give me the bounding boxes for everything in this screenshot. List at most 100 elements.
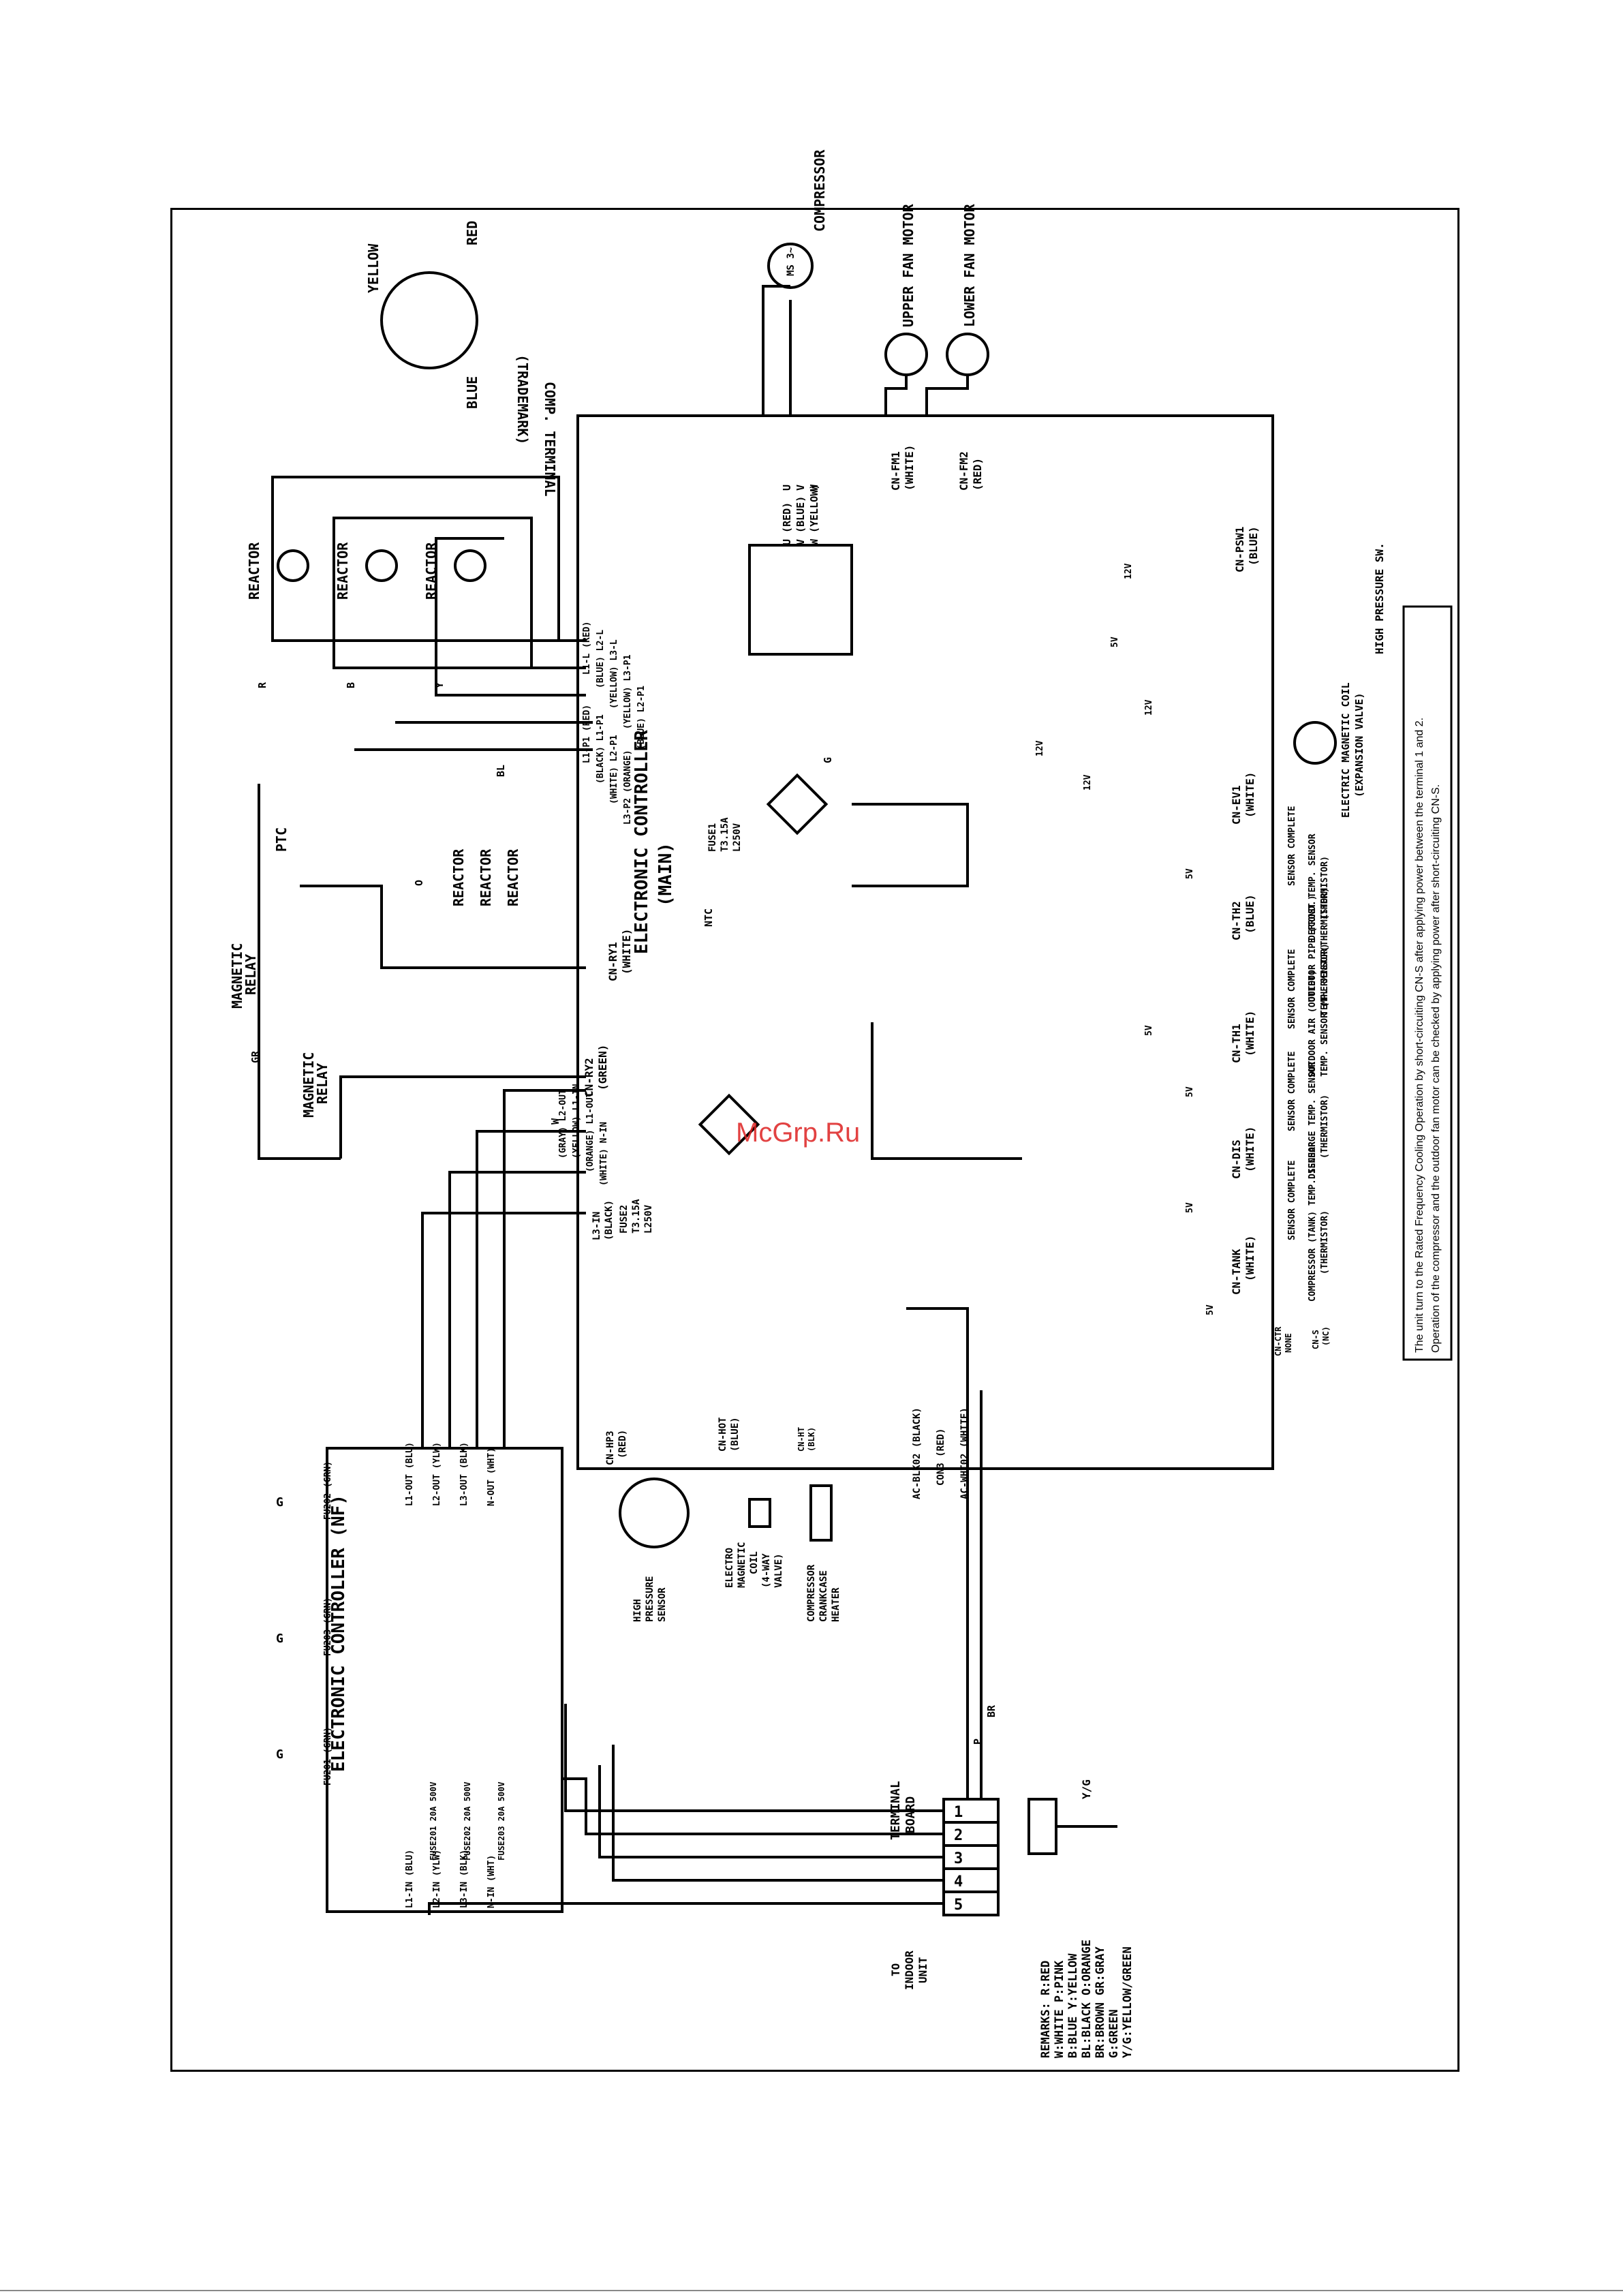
fwv-3: COIL — [749, 1551, 760, 1574]
watermark: McGrp.Ru — [736, 1118, 861, 1148]
reactor-3-icon — [454, 549, 486, 582]
fuse-main-2: T3.15A — [720, 817, 730, 852]
cn-psw1-color: (BLUE) — [1247, 526, 1260, 566]
wire-y: Y — [433, 682, 446, 688]
nf-out-4: N-OUT (WHT) — [486, 1448, 497, 1506]
outdoor-air-sensor-3: SENSOR COMPLETE — [1287, 949, 1297, 1029]
nf-out-3: L3-OUT (BLK) — [459, 1442, 469, 1506]
lower-fan-motor-label: LOWER FAN MOTOR — [961, 203, 978, 327]
cn-hot-color: (BLUE) — [730, 1417, 741, 1452]
heater-2: CRANKCASE — [818, 1570, 829, 1622]
cn-th2-color: (BLUE) — [1243, 894, 1256, 934]
expansion-valve-label-2: (EXPANSION VALVE) — [1353, 692, 1365, 797]
terminal-board-label-2: BOARD — [903, 1796, 918, 1833]
reactor-label-3: REACTOR — [423, 542, 439, 600]
heater-1: COMPRESSOR — [806, 1564, 817, 1622]
upper-fan-motor-label: UPPER FAN MOTOR — [900, 203, 916, 327]
voltage-5: 5V — [1144, 1025, 1154, 1036]
defrost-sensor-1: DEFROST TEMP. SENSOR — [1308, 833, 1318, 940]
terminal-board-label: TERMINAL — [888, 1781, 903, 1840]
cn-dis-color: (WHITE) — [1243, 1127, 1256, 1172]
comp-terminal-blue: BLUE — [464, 376, 480, 409]
cn-fm2: CN-FM2 — [957, 451, 970, 491]
ground-label-2: G — [276, 1632, 283, 1646]
cn-fm1: CN-FM1 — [889, 451, 902, 491]
nf-fuse-rating-1: FUSE201 20A 500V — [429, 1781, 438, 1861]
cn-hp3: CN-HP3 — [605, 1430, 616, 1465]
expansion-valve-coil-icon — [1293, 721, 1337, 765]
fuse-main-1: FUSE1 — [707, 823, 718, 852]
crankcase-heater-icon — [809, 1484, 833, 1542]
uvw-short-w: W — [808, 484, 820, 491]
hps-3: SENSOR — [657, 1587, 668, 1622]
reactor-label-1: REACTOR — [246, 542, 262, 600]
inner-reactor-label-3: REACTOR — [505, 848, 521, 906]
cn-ry2-color: (GREEN) — [596, 1045, 609, 1090]
high-pressure-sensor-icon — [619, 1478, 690, 1548]
inner-reactor-label-2: REACTOR — [478, 848, 494, 906]
conn-l3-p1: (YELLOW) L3-P1 — [623, 654, 633, 729]
mid-conn-3: (ORANGE) L1-OUT — [585, 1092, 596, 1172]
nf-in-4: N-IN (WHT) — [486, 1855, 497, 1908]
note-2: Operation of the compressor and the outd… — [1430, 784, 1442, 1353]
cn-ctr: CN-CTR — [1273, 1326, 1283, 1356]
wire-w: W — [549, 1118, 561, 1124]
cn-dis: CN-DIS — [1230, 1139, 1243, 1179]
notes-box — [1402, 605, 1453, 1361]
uvw-short-u: U — [781, 485, 793, 491]
reactor-1-icon — [277, 549, 309, 582]
cn-psw1: CN-PSW1 — [1233, 527, 1246, 572]
nf-in-1: L1-IN (BLU) — [405, 1850, 415, 1908]
nf-fuse-2: FU203 (GRN) — [323, 1597, 333, 1656]
main-controller-subtitle: (MAIN) — [655, 842, 676, 906]
wire-gr: GR — [249, 1050, 262, 1063]
conn-l2-p1-white: (WHITE) L2-P1 — [609, 735, 619, 804]
conn-l1-p1-red: L1-P1 (RED) — [582, 705, 592, 763]
comp-terminal-title: COMP. TERMINAL — [542, 382, 558, 497]
wire-br: BR — [985, 1704, 998, 1717]
cn-ry2: CN-RY2 — [583, 1058, 596, 1097]
compressor-symbol: MS 3~ — [786, 247, 797, 276]
to-indoor-1: TO — [889, 1963, 902, 1976]
bottom-divider — [0, 2290, 1623, 2291]
terminal-5: 5 — [954, 1897, 963, 1914]
outdoor-air-sensor-1: OUTDOOR AIR (OUTLET) — [1308, 970, 1318, 1077]
voltage-9: 5V — [1205, 1304, 1216, 1315]
voltage-4: 12V — [1035, 740, 1045, 756]
remarks-5: BR:BROWN GR:GRAY — [1094, 1946, 1107, 2058]
compressor-label: COMPRESSOR — [812, 149, 828, 232]
uvw-v: V (BLUE) — [794, 496, 807, 545]
ac-wht02: AC-WHT02 (WHITE) — [959, 1407, 970, 1499]
to-indoor-3: UNIT — [916, 1957, 929, 1983]
uvw-u: U (RED) — [781, 502, 793, 545]
comp-terminal-yellow: YELLOW — [365, 243, 382, 293]
voltage-2: 5V — [1110, 637, 1120, 647]
nf-out-2: L2-OUT (YLW) — [432, 1442, 442, 1506]
nf-fuse-rating-3: FUSE203 20A 500V — [497, 1781, 506, 1861]
l3-in: L3-IN — [591, 1212, 602, 1240]
nf-fuse-3: FU201 (GRN) — [323, 1727, 333, 1786]
upper-fan-motor-icon — [884, 333, 928, 376]
to-indoor-2: INDOOR — [903, 1950, 916, 1990]
cn-ry1-color: (WHITE) — [620, 929, 633, 975]
voltage-6: 5V — [1185, 868, 1195, 879]
remarks-1: REMARKS: R:RED — [1039, 1961, 1053, 2058]
cn-ht-color: (BLK) — [807, 1427, 816, 1452]
con3: CON3 (RED) — [936, 1428, 946, 1486]
terminal-3: 3 — [954, 1850, 963, 1867]
magnetic-relay-1-label: MAGNETIC — [229, 943, 245, 1009]
fuse-2-3: L250V — [643, 1204, 654, 1234]
voltage-10: 12V — [1083, 774, 1093, 791]
cn-fm1-color: (WHITE) — [903, 445, 916, 491]
wire-r: R — [256, 682, 268, 688]
fuse-2-2: T3.15A — [631, 1199, 642, 1234]
nf-controller-board — [326, 1447, 563, 1913]
compressor-motor-icon — [767, 243, 814, 289]
hps-2: PRESSURE — [645, 1576, 655, 1622]
cn-th2: CN-TH2 — [1230, 901, 1243, 940]
voltage-3: 12V — [1144, 699, 1154, 716]
nf-controller-title: ELECTRONIC CONTROLLER (NF) — [328, 1495, 349, 1772]
main-controller-title: ELECTRONIC CONTROLLER — [632, 730, 652, 954]
diagram-frame — [170, 208, 1459, 2072]
